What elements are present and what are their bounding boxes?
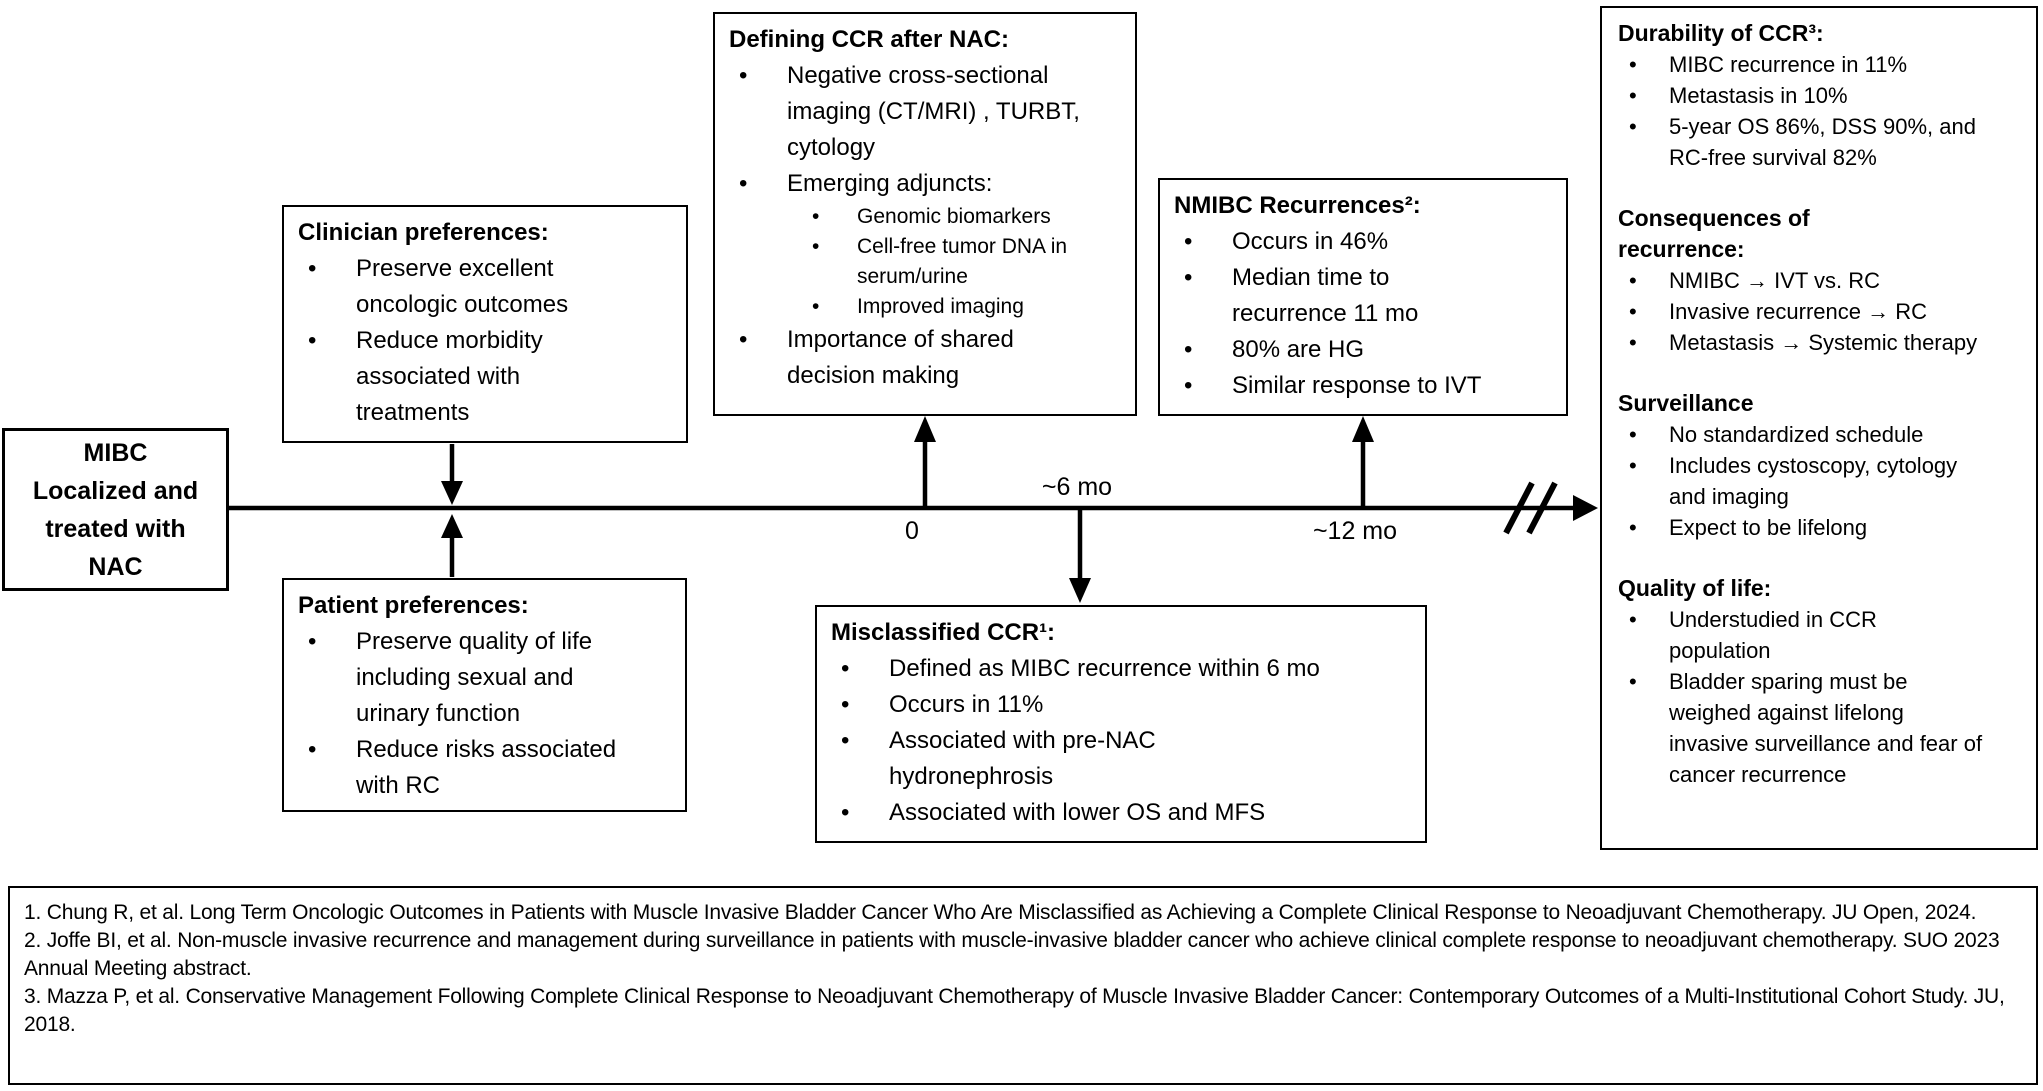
durability-section: Durability of CCR³: MIBC recurrence in 1… xyxy=(1618,18,2026,173)
bullet-item: No standardized schedule xyxy=(1618,419,2026,450)
nmibc-bullet-list: Occurs in 46% Median time to recurrence … xyxy=(1174,224,1544,404)
consequences-section: Consequences of recurrence: NMIBC → IVT … xyxy=(1618,203,2026,358)
bullet-item: Emerging adjuncts: xyxy=(729,166,1125,202)
axis-break-icon xyxy=(1503,481,1558,535)
bullet-item: Occurs in 11% xyxy=(831,687,1415,723)
misclassified-box-title: Misclassified CCR¹: xyxy=(831,619,1056,646)
arrow-timeline-to-defining-box xyxy=(914,416,936,507)
misclassified-bullet-list: Defined as MIBC recurrence within 6 mo O… xyxy=(831,651,1415,831)
timeline-label-12mo: ~12 mo xyxy=(1312,517,1398,545)
clinician-box-title: Clinician preferences: xyxy=(298,219,549,246)
defining-bullet-list-2: Importance of shared decision making xyxy=(729,322,1125,394)
bullet-item: Similar response to IVT xyxy=(1174,368,1544,404)
durability-title: Durability of CCR³: xyxy=(1618,20,1824,46)
timeline-label-6mo: ~6 mo xyxy=(1041,473,1113,501)
bullet-item: 80% are HG xyxy=(1174,332,1544,368)
quality-of-life-section: Quality of life: Understudied in CCR pop… xyxy=(1618,573,2026,790)
quality-of-life-title: Quality of life: xyxy=(1618,575,1772,601)
bullet-item: Negative cross-sectional imaging (CT/MRI… xyxy=(729,58,1125,166)
patient-bullet-list: Preserve quality of life including sexua… xyxy=(298,624,675,804)
bullet-item: Median time to recurrence 11 mo xyxy=(1174,260,1544,332)
bullet-item: Includes cystoscopy, cytology and imagin… xyxy=(1618,450,2026,512)
outcomes-summary-box: Durability of CCR³: MIBC recurrence in 1… xyxy=(1600,6,2038,850)
quality-of-life-bullet-list: Understudied in CCR population Bladder s… xyxy=(1618,604,2026,790)
surveillance-section: Surveillance No standardized schedule In… xyxy=(1618,388,2026,543)
bullet-item: Bladder sparing must be weighed against … xyxy=(1618,666,2026,790)
patient-preferences-box: Patient preferences: Preserve quality of… xyxy=(282,578,687,812)
bullet-item: Preserve excellent oncologic outcomes xyxy=(298,251,676,323)
sub-bullet-item: Cell-free tumor DNA in serum/urine xyxy=(807,232,1125,292)
durability-bullet-list: MIBC recurrence in 11% Metastasis in 10%… xyxy=(1618,49,2026,173)
bullet-item: Associated with lower OS and MFS xyxy=(831,795,1415,831)
clinician-preferences-box: Clinician preferences: Preserve excellen… xyxy=(282,205,688,443)
mibc-line-4: NAC xyxy=(88,552,143,581)
timeline-label-0: 0 xyxy=(905,517,919,545)
bullet-item: Occurs in 46% xyxy=(1174,224,1544,260)
surveillance-bullet-list: No standardized schedule Includes cystos… xyxy=(1618,419,2026,543)
misclassified-ccr-box: Misclassified CCR¹: Defined as MIBC recu… xyxy=(815,605,1427,843)
bullet-item: Invasive recurrence → RC xyxy=(1618,296,2026,327)
reference-3: 3. Mazza P, et al. Conservative Manageme… xyxy=(24,985,2005,1036)
bullet-item: Metastasis → Systemic therapy xyxy=(1618,327,2026,358)
consequences-bullet-list: NMIBC → IVT vs. RC Invasive recurrence →… xyxy=(1618,265,2026,358)
bullet-item: Understudied in CCR population xyxy=(1618,604,2026,666)
bullet-item: Expect to be lifelong xyxy=(1618,512,2026,543)
mibc-line-2: Localized and xyxy=(32,476,199,505)
references-box: 1. Chung R, et al. Long Term Oncologic O… xyxy=(8,886,2038,1085)
bullet-item: NMIBC → IVT vs. RC xyxy=(1618,265,2026,296)
arrow-timeline-to-misclassified-box xyxy=(1069,507,1091,603)
bullet-item: Reduce risks associated with RC xyxy=(298,732,675,804)
mibc-start-box: MIBC Localized and treated with NAC xyxy=(2,428,229,591)
mibc-line-1: MIBC xyxy=(83,438,148,467)
reference-2: 2. Joffe BI, et al. Non-muscle invasive … xyxy=(24,929,2000,980)
clinician-bullet-list: Preserve excellent oncologic outcomes Re… xyxy=(298,251,676,431)
bullet-item: Reduce morbidity associated with treatme… xyxy=(298,323,676,431)
surveillance-title: Surveillance xyxy=(1618,390,1754,416)
arrow-patient-to-timeline xyxy=(441,514,463,577)
bullet-item: Preserve quality of life including sexua… xyxy=(298,624,675,732)
reference-1: 1. Chung R, et al. Long Term Oncologic O… xyxy=(24,901,1977,924)
bullet-item: Defined as MIBC recurrence within 6 mo xyxy=(831,651,1415,687)
nmibc-recurrences-box: NMIBC Recurrences²: Occurs in 46% Median… xyxy=(1158,178,1568,416)
bullet-item: 5-year OS 86%, DSS 90%, and RC-free surv… xyxy=(1618,111,2026,173)
defining-ccr-box: Defining CCR after NAC: Negative cross-s… xyxy=(713,12,1137,416)
patient-box-title: Patient preferences: xyxy=(298,592,529,619)
bullet-item: Importance of shared decision making xyxy=(729,322,1125,394)
consequences-title: Consequences of recurrence: xyxy=(1618,205,1810,262)
timeline-arrowhead xyxy=(1573,495,1598,521)
defining-subbullet-list: Genomic biomarkers Cell-free tumor DNA i… xyxy=(807,202,1125,322)
sub-bullet-item: Genomic biomarkers xyxy=(807,202,1125,232)
arrow-clinician-to-timeline xyxy=(441,444,463,505)
nmibc-box-title: NMIBC Recurrences²: xyxy=(1174,192,1421,219)
bullet-item: Associated with pre-NAC hydronephrosis xyxy=(831,723,1415,795)
arrow-timeline-to-nmibc-box xyxy=(1352,416,1374,507)
mibc-line-3: treated with xyxy=(45,514,186,543)
bullet-item: MIBC recurrence in 11% xyxy=(1618,49,2026,80)
defining-bullet-list: Negative cross-sectional imaging (CT/MRI… xyxy=(729,58,1125,202)
sub-bullet-item: Improved imaging xyxy=(807,292,1125,322)
bullet-item: Metastasis in 10% xyxy=(1618,80,2026,111)
defining-box-title: Defining CCR after NAC: xyxy=(729,26,1009,53)
